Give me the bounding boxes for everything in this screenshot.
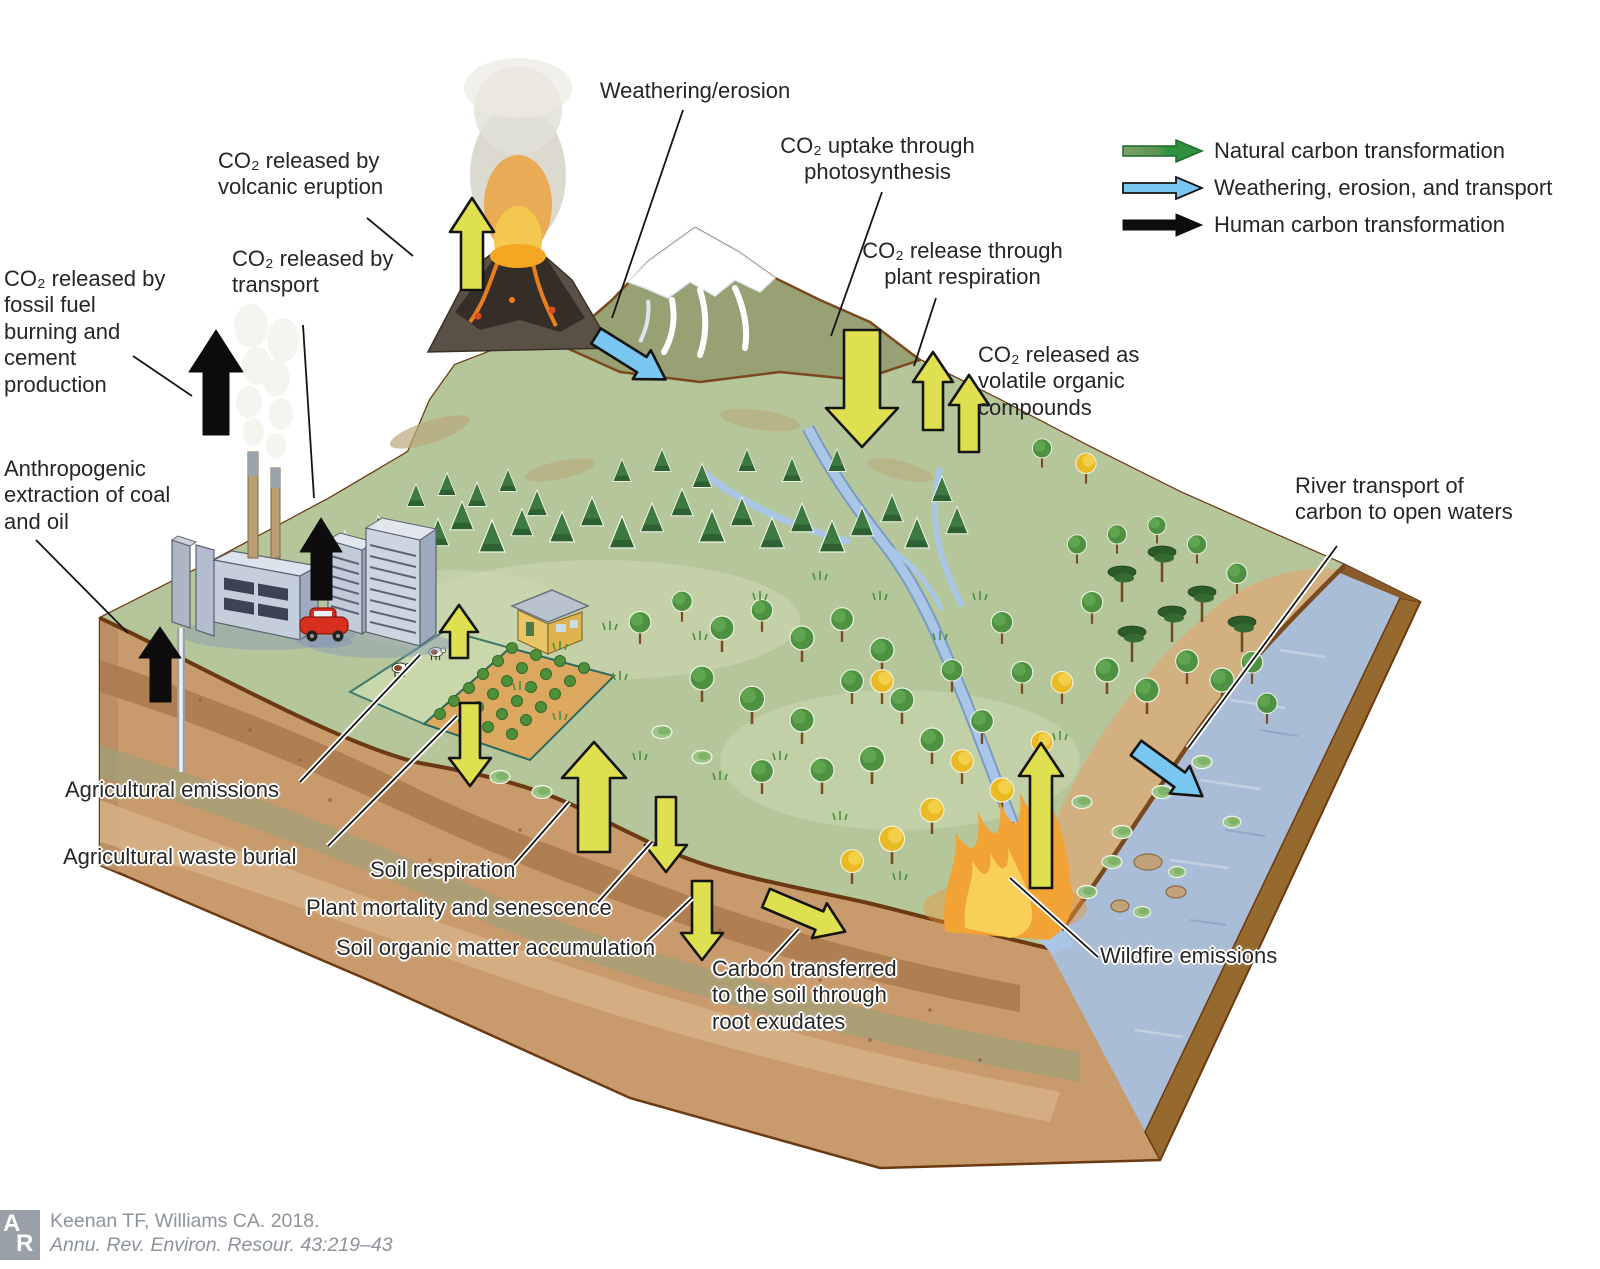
volcanic-co2-arrow <box>448 196 496 292</box>
label-plant-respiration: CO₂ release through plant respiration <box>862 238 1063 290</box>
smoke <box>234 304 299 459</box>
root-exudates-arrow <box>760 887 847 940</box>
legend-label-natural: Natural carbon transformation <box>1214 137 1506 163</box>
plant-mortality-arrow <box>643 795 689 874</box>
label-volcanic-co2: CO₂ released by volcanic eruption <box>218 148 384 200</box>
farmhouse <box>510 589 590 655</box>
plant-respiration-arrow <box>911 350 955 432</box>
legend-row-natural: Natural carbon transformation <box>1122 132 1552 169</box>
legend-row-human: Human carbon transformation <box>1122 206 1552 243</box>
legend-label-human: Human carbon transformation <box>1214 211 1506 237</box>
natural-flux-arrows <box>438 196 1065 962</box>
industrial-area <box>170 304 452 772</box>
label-co2-uptake: CO₂ uptake through photosynthesis <box>780 133 975 185</box>
label-fossil-fuel-co2: CO₂ released by fossil fuel burning and … <box>4 266 166 397</box>
office-buildings <box>326 517 438 648</box>
label-plant-mortality: Plant mortality and senescence <box>306 895 612 920</box>
agricultural-emissions-arrow <box>438 603 480 660</box>
citation: A R Keenan TF, Williams CA. 2018. Annu. … <box>0 1210 393 1260</box>
label-river-transport: River transport of carbon to open waters <box>1295 473 1513 525</box>
citation-journal: Annu. Rev. Environ. Resour. 43:219–43 <box>50 1233 393 1256</box>
legend-label-weathering: Weathering, erosion, and transport <box>1214 174 1553 200</box>
river-transport-arrow <box>1129 739 1204 798</box>
voc-arrow <box>947 373 991 454</box>
human-flux-arrows <box>138 329 343 703</box>
label-voc: CO₂ released as volatile organic compoun… <box>978 342 1140 420</box>
red-car <box>297 607 353 648</box>
weathering-erosion-arrow <box>589 327 667 381</box>
label-soil-organic-matter: Soil organic matter accumulation <box>336 935 656 960</box>
legend-row-weathering: Weathering, erosion, and transport <box>1122 169 1552 206</box>
photosynthesis-arrow <box>824 328 900 449</box>
legend: Natural carbon transformation Weathering… <box>1122 132 1552 243</box>
label-agricultural-waste: Agricultural waste burial <box>63 844 297 869</box>
factory <box>195 304 320 642</box>
extraction-arrow <box>138 626 182 703</box>
fossil-fuel-arrow <box>188 329 244 436</box>
label-weathering-erosion: Weathering/erosion <box>599 78 791 103</box>
natural-transformation-arrow-icon <box>1122 138 1204 163</box>
human-transformation-arrow-icon <box>1122 212 1204 237</box>
soil-organic-arrow <box>679 879 725 962</box>
citation-authors: Keenan TF, Williams CA. 2018. <box>50 1210 320 1232</box>
label-root-exudates: Carbon transferred to the soil through r… <box>712 956 897 1034</box>
label-wildfire-emissions: Wildfire emissions <box>1100 943 1278 968</box>
soil-respiration-arrow <box>560 740 628 854</box>
leader-lines <box>35 109 1340 968</box>
agricultural-waste-arrow <box>447 701 493 788</box>
wildfire-emissions-arrow <box>1017 741 1065 890</box>
label-transport-co2: CO₂ released by transport <box>232 246 394 298</box>
weathering-transport-arrow-icon <box>1122 175 1204 200</box>
label-agricultural-emissions: Agricultural emissions <box>65 777 279 802</box>
label-soil-respiration: Soil respiration <box>370 857 516 882</box>
label-anthropogenic-extraction: Anthropogenic extraction of coal and oil <box>4 456 171 534</box>
annual-reviews-logo: A R <box>0 1210 40 1260</box>
oil-drilling-rig <box>170 535 198 772</box>
farm <box>347 589 616 762</box>
transport-co2-arrow <box>299 517 343 601</box>
